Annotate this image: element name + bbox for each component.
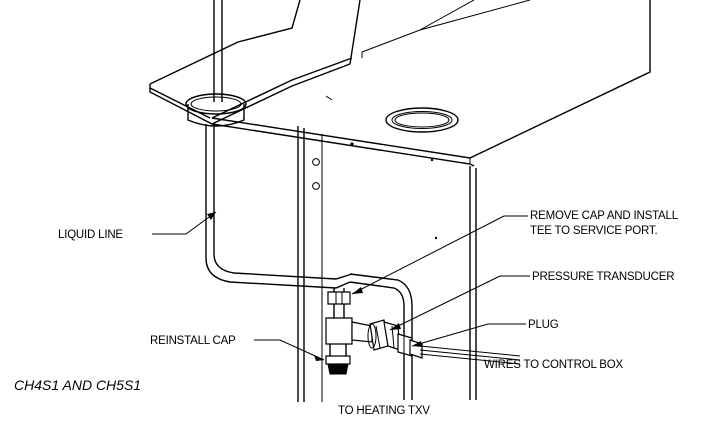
label-reinstall-cap: REINSTALL CAP xyxy=(150,335,236,347)
cabinet-top-panel xyxy=(149,0,651,240)
to-heating-txv-pipe xyxy=(349,273,413,400)
label-plug: PLUG xyxy=(528,319,559,331)
reinstall-cap-fitting xyxy=(325,355,351,375)
liquid-line-pipe xyxy=(205,0,353,289)
control-box-wires xyxy=(419,345,521,365)
label-pressure-transducer: PRESSURE TRANSDUCER xyxy=(532,271,674,283)
label-liquid-line: LIQUID LINE xyxy=(58,229,123,241)
label-to-heating-txv: TO HEATING TXV xyxy=(338,405,430,417)
label-wires-to-control-box: WIRES TO CONTROL BOX xyxy=(484,359,623,371)
cabinet-post-left xyxy=(297,126,323,402)
cabinet-post-right xyxy=(469,166,477,400)
access-hole-left xyxy=(185,93,247,127)
model-caption: CH4S1 AND CH5S1 xyxy=(14,377,141,393)
pressure-transducer xyxy=(367,319,401,351)
plug-connector xyxy=(397,333,423,359)
access-hole-right xyxy=(385,107,459,133)
leader-lines xyxy=(152,211,530,361)
label-remove-cap-2: TEE TO SERVICE PORT. xyxy=(530,225,657,237)
label-remove-cap-1: REMOVE CAP AND INSTALL xyxy=(530,210,679,222)
service-port-tee xyxy=(325,288,373,360)
